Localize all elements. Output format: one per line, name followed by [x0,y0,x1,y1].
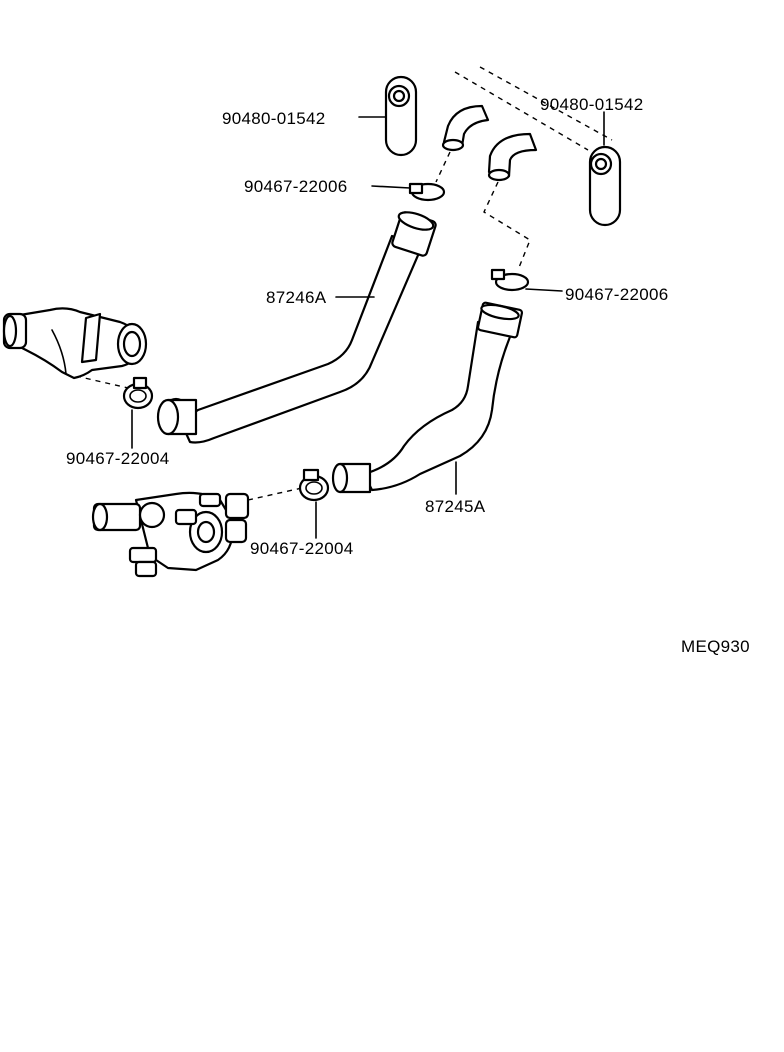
grommet-left-part [358,75,418,157]
clamp-lower-left-part [122,376,154,449]
label-clamp-lower-right: 90467-22004 [250,539,354,558]
connection-dashed-lines [75,151,531,501]
clamp-upper-right-part [490,268,563,292]
grommet-right-part [588,111,622,227]
hose-upper-part [156,211,437,444]
label-clamp-lower-left: 90467-22004 [66,449,170,468]
elbow-pipe-right [487,132,538,182]
label-clamp-upper-left: 90467-22006 [244,177,348,196]
label-grommet-left: 90480-01542 [222,109,326,128]
clamp-upper-left-part [371,182,446,202]
clamp-lower-right-part [298,468,330,539]
water-outlet-fitting [2,307,148,380]
label-hose-upper: 87246A [266,288,327,307]
elbow-pipe-left [441,104,490,152]
label-hose-lower: 87245A [425,497,486,516]
hose-lower-part [331,301,524,495]
label-grommet-right: 90480-01542 [540,95,644,114]
water-pump-housing [91,491,250,578]
label-diagram-code: MEQ930 [681,637,750,656]
label-clamp-upper-right: 90467-22006 [565,285,669,304]
